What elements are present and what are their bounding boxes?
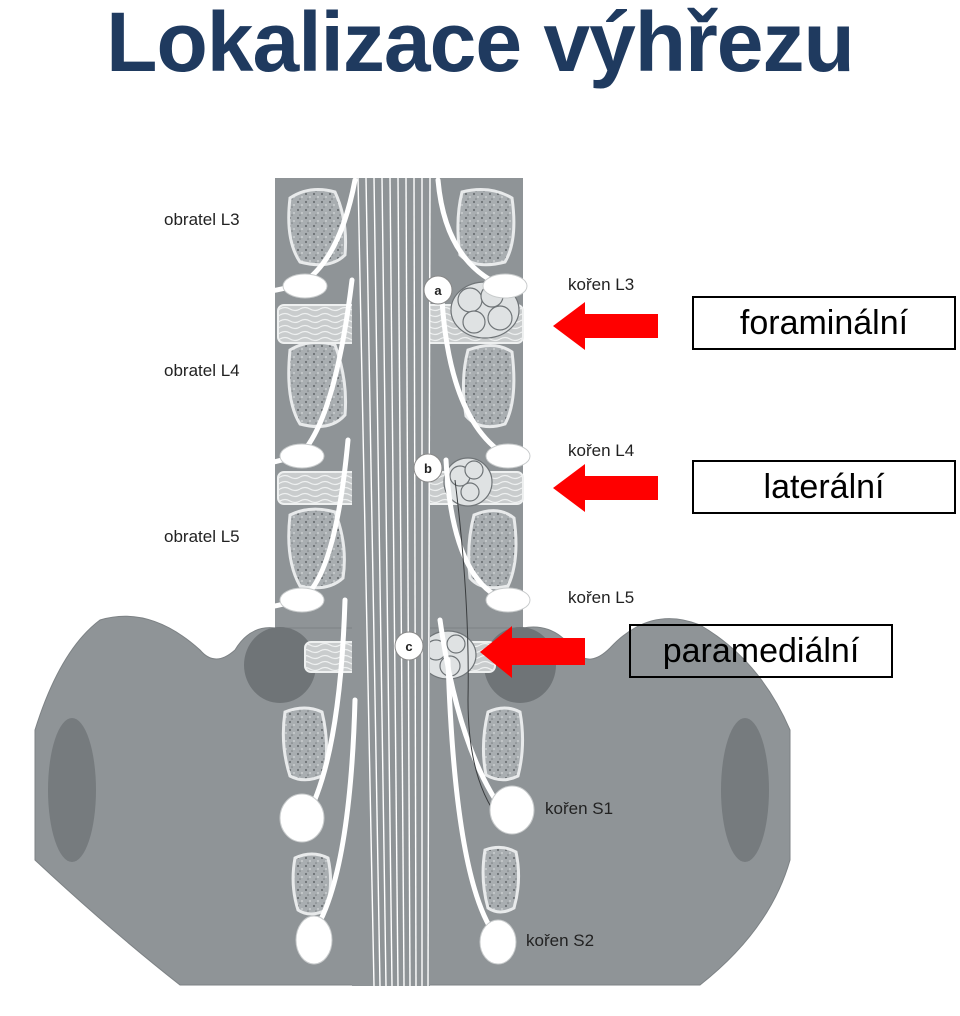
point-marker-a: a [423,275,453,305]
label-vertebra-l5: obratel L5 [164,527,240,546]
arrow-lateral [553,464,658,512]
label-root-s2: kořen S2 [526,931,594,950]
sacral-joint-left [244,627,316,703]
label-vertebra-l4: obratel L4 [164,361,240,380]
label-root-l3: kořen L3 [568,275,634,294]
point-label-c: c [405,639,412,654]
label-root-l4: kořen L4 [568,441,634,460]
sacral-wing-right [721,718,769,862]
arrow-foraminal [553,302,658,350]
root-outline [454,479,501,821]
point-marker-c: c [394,631,424,661]
label-root-s1: kořen S1 [545,799,613,818]
label-root-l5: kořen L5 [568,588,634,607]
label-vertebra-l3: obratel L3 [164,210,240,229]
label-box-lateral: laterální [692,460,956,514]
arrow-paramedial [480,626,585,678]
page-title: Lokalizace výhřezu [106,0,855,89]
sacral-wing-left [48,718,96,862]
root-ganglia [279,273,535,965]
point-marker-b: b [413,453,443,483]
point-label-b: b [424,461,432,476]
point-label-a: a [434,283,442,298]
label-box-paramedial: paramediální [629,624,893,678]
label-box-foraminal: foraminální [692,296,956,350]
cauda-equina [352,177,431,987]
